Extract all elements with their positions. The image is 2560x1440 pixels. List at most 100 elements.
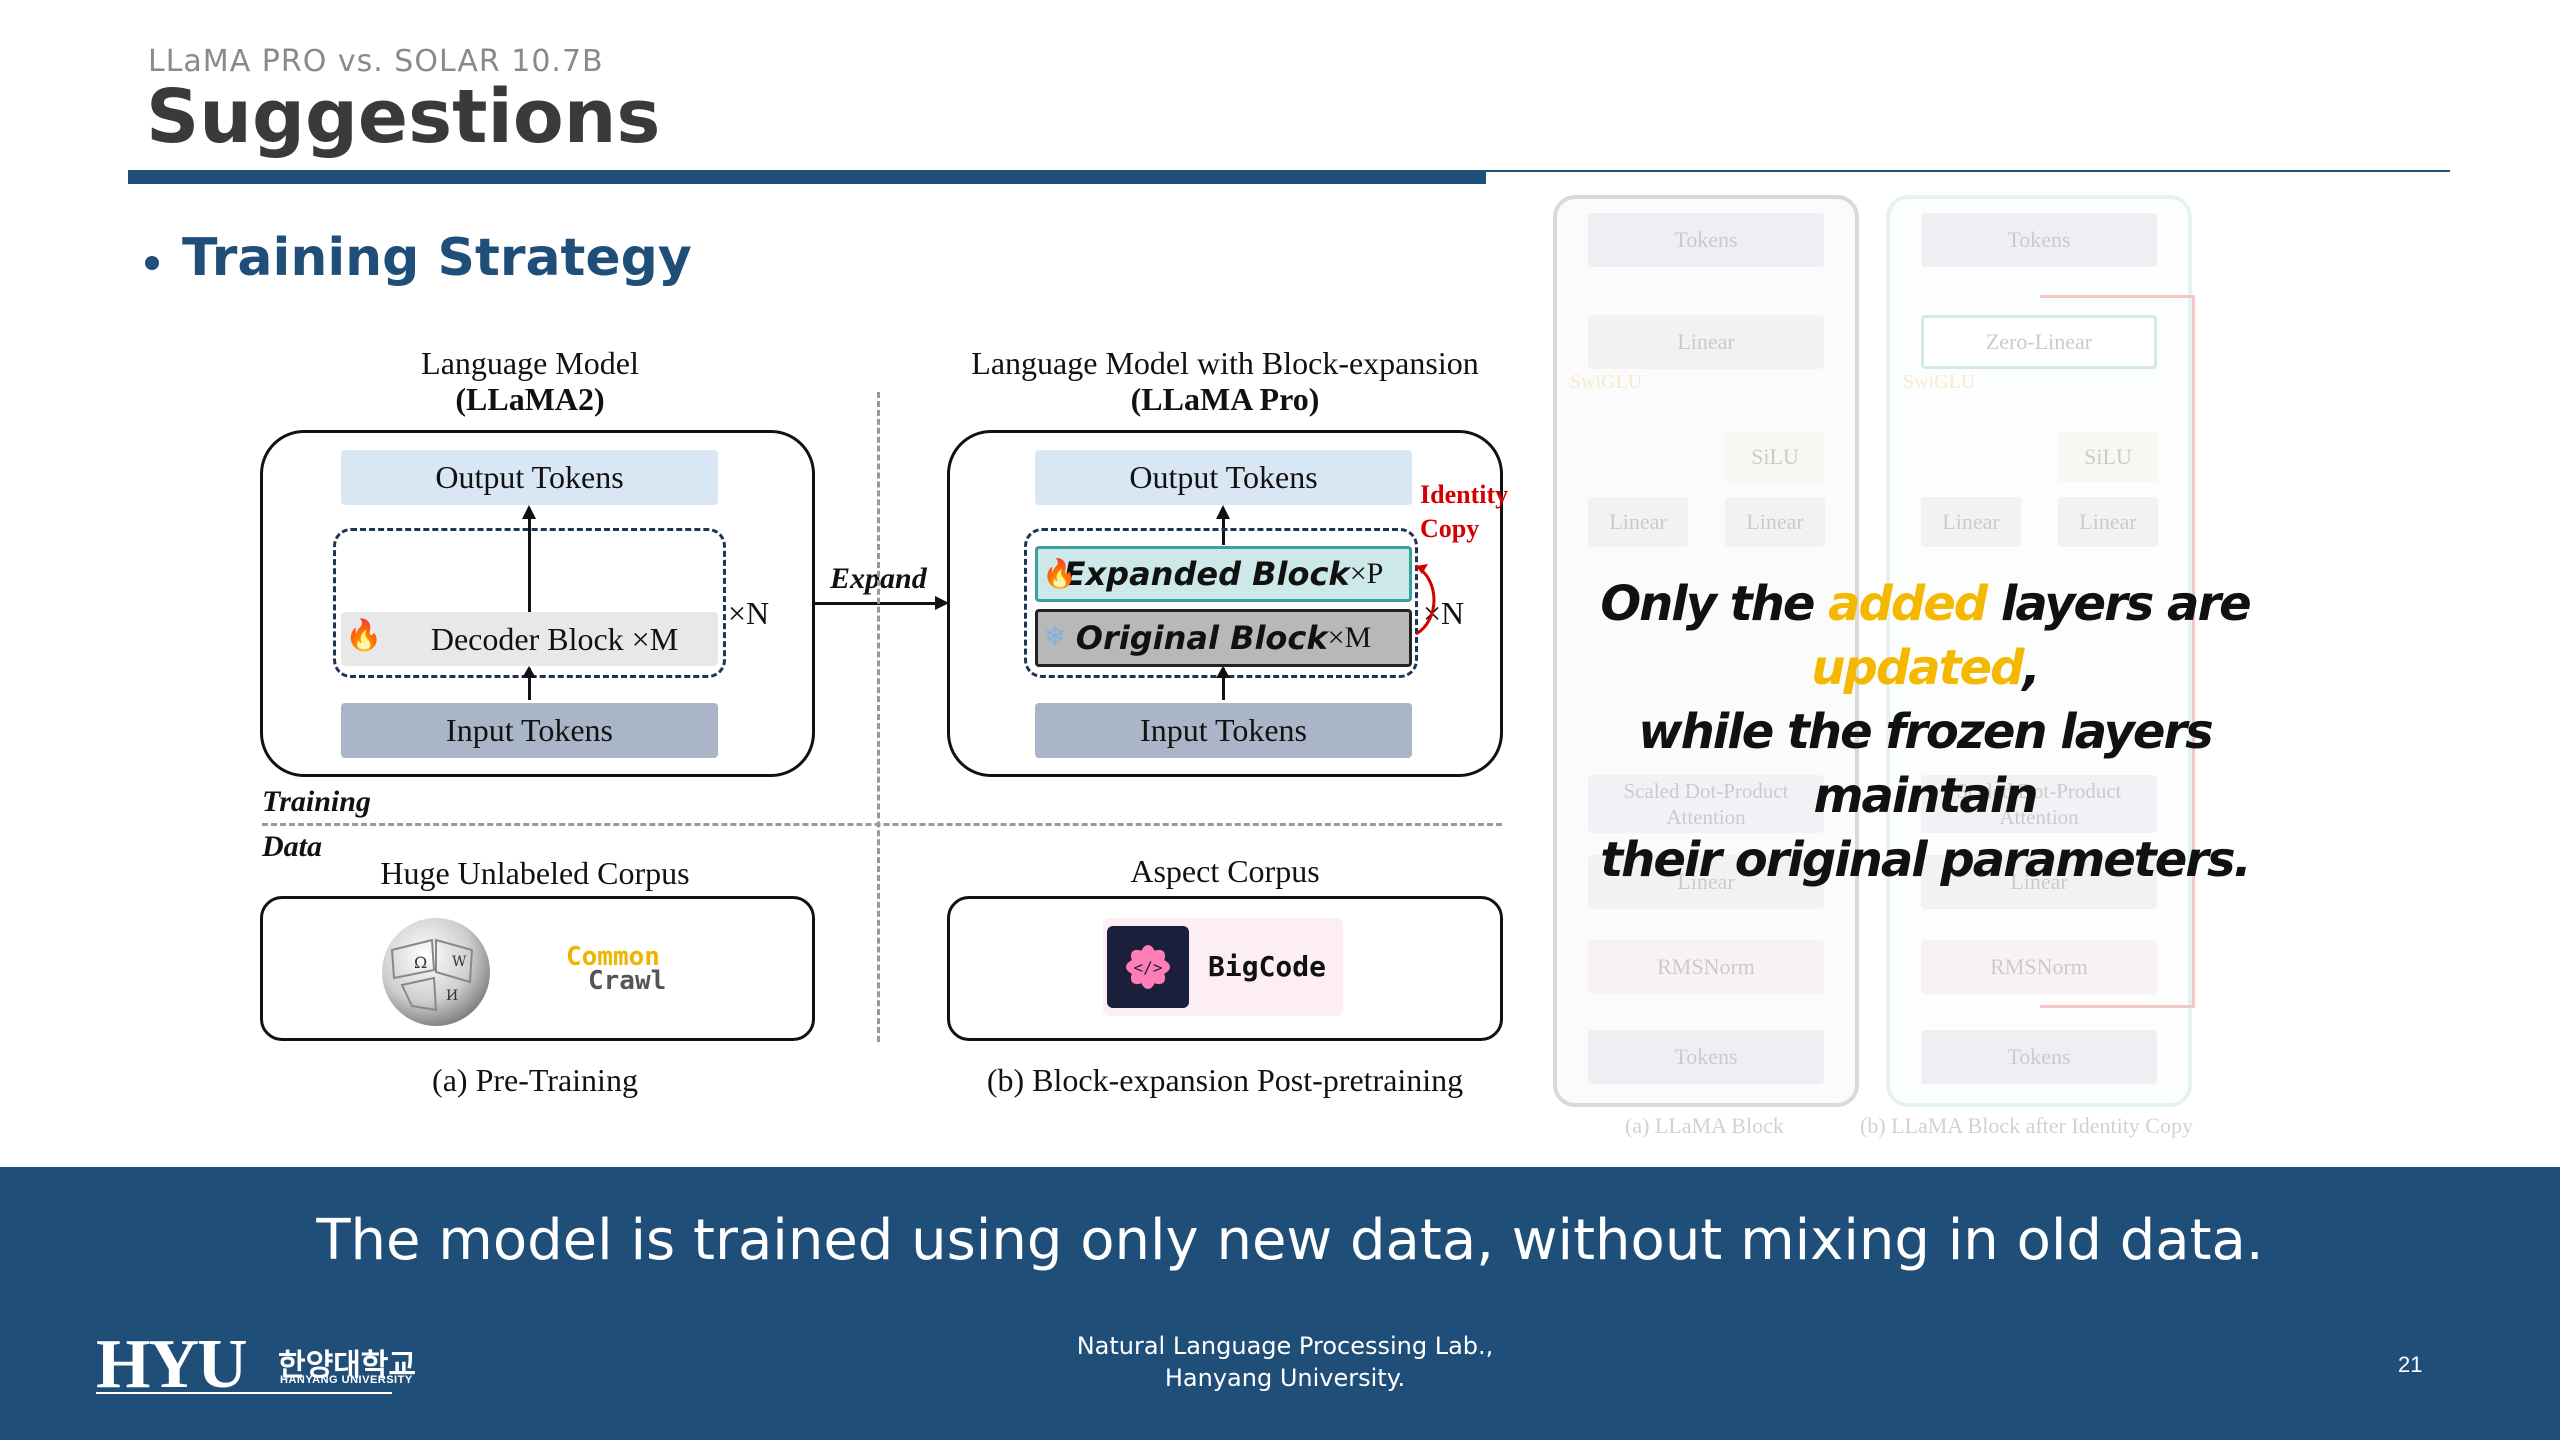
svg-text:</>: </> [1134, 958, 1163, 977]
hyu-logo-english: HANYANG UNIVERSITY [280, 1374, 413, 1386]
identity-label: Identity [1420, 480, 1509, 509]
fd-b-rmsnorm: RMSNorm [1921, 940, 2157, 994]
fire-icon: 🔥 [345, 619, 383, 652]
common-crawl-logo-crawl: Crawl [588, 966, 667, 996]
original-block-suffix: ×M [1327, 621, 1372, 654]
fd-a-silu: SiLU [1725, 432, 1825, 482]
left-input-arrow-line [528, 668, 531, 700]
title-rule-thick [128, 170, 1486, 184]
common-crawl-logo-common: Common [566, 942, 660, 972]
hyu-logo-korean: 한양대학교 [278, 1348, 416, 1383]
footer-lab-line2: Hanyang University. [1164, 1364, 1406, 1392]
fd-b-sdpa: Scaled Dot-Product Attention [1921, 775, 2157, 833]
expand-arrowhead [935, 596, 949, 610]
slide-subtitle: LLaMA PRO vs. SOLAR 10.7B [148, 44, 604, 79]
fd-b-silu: SiLU [2058, 432, 2158, 482]
decoder-block-label: Decoder Block ×M [430, 620, 679, 657]
right-title-line2: (LLaMA Pro) [1130, 381, 1320, 417]
left-title-line2: (LLaMA2) [455, 381, 605, 417]
right-input-arrow-line [1222, 668, 1225, 700]
snowflake-icon: ❄ [1044, 622, 1066, 652]
decoder-block: 🔥 Decoder Block ×M [341, 612, 718, 666]
original-block: ❄ Original Block×M [1035, 609, 1412, 667]
fd-b-residual-side [2192, 295, 2195, 1007]
aspect-corpus-box [947, 896, 1503, 1041]
caption-pretraining: (a) Pre-Training [432, 1062, 638, 1098]
vertical-divider [877, 392, 880, 1042]
callout-line3: their original parameters. [1600, 832, 2252, 888]
wikipedia-globe-icon: Ω W И [382, 918, 490, 1026]
callout-updated: updated [1811, 640, 2024, 696]
data-label: Data [262, 830, 322, 863]
callout-line2: while the frozen layers maintain [1638, 704, 2213, 824]
fd-a-linear-r: Linear [1725, 497, 1825, 547]
expand-arrow-line [815, 602, 937, 605]
left-output-tokens: Output Tokens [341, 450, 718, 505]
callout-added: added [1828, 576, 1988, 632]
aspect-corpus-label: Aspect Corpus [1130, 853, 1320, 889]
left-input-tokens: Input Tokens [341, 703, 718, 758]
hyu-logo-text: HYU [96, 1326, 248, 1403]
right-output-tokens: Output Tokens [1035, 450, 1412, 505]
identity-copy-arrow [1415, 564, 1436, 636]
svg-text:И: И [446, 988, 458, 1004]
fire-icon: 🔥 [1042, 557, 1077, 590]
fd-a-sdpa-line2: Attention [1666, 805, 1746, 829]
callout-line1-c: , [2022, 640, 2040, 696]
callout-text: Only the added layers are updated, while… [1540, 572, 2310, 892]
fd-a-sdpa: Scaled Dot-Product Attention [1588, 775, 1824, 833]
horizontal-divider [262, 823, 1502, 826]
original-block-label: Original Block [1075, 619, 1328, 657]
bullet-dot [145, 256, 159, 270]
bigcode-text: BigCode [1208, 950, 1327, 983]
footer-bar [0, 1167, 2560, 1440]
title-rule-thin [1486, 170, 2450, 172]
callout-line1: Only the added layers are updated, [1540, 572, 2310, 700]
svg-text:Ω: Ω [414, 953, 427, 972]
footer-lab-line1: Natural Language Processing Lab., [1076, 1332, 1494, 1360]
fd-a-tokens-top: Tokens [1588, 213, 1824, 267]
fd-a-sdpa-line1: Scaled Dot-Product [1623, 779, 1789, 803]
right-times-n: ×N [1423, 595, 1465, 631]
left-arrow-up-line [528, 515, 531, 615]
slide-title: Suggestions [146, 74, 661, 160]
figure-block-expansion: Language Model (LLaMA2) Language Model w… [0, 0, 1520, 1120]
fd-a-rmsnorm: RMSNorm [1588, 940, 1824, 994]
fd-b-tokens-bottom: Tokens [1921, 1030, 2157, 1084]
fd-b-tokens-top: Tokens [1921, 213, 2157, 267]
left-title-line1: Language Model [421, 345, 639, 381]
llama-block-panel [1553, 195, 1859, 1107]
fd-b-residual-bottom [2040, 1005, 2195, 1008]
fd-b-linear-bottom: Linear [1921, 855, 2157, 909]
bigcode-icon: </> [1107, 926, 1189, 1008]
right-input-arrowhead [1216, 666, 1230, 678]
fd-caption-b: (b) LLaMA Block after Identity Copy [1860, 1113, 2193, 1138]
huge-corpus-label: Huge Unlabeled Corpus [380, 855, 690, 891]
fd-b-sdpa-line1: Scaled Dot-Product [1956, 779, 2122, 803]
expanded-block: 🔥 Expanded Block×P [1035, 546, 1412, 602]
page-number: 21 [2398, 1352, 2423, 1377]
faded-llama-block-diagram: Tokens Linear SwiGLU SiLU Linear Linear … [1550, 195, 2210, 1155]
fd-caption-a: (a) LLaMA Block [1625, 1113, 1784, 1138]
right-arrowhead [1216, 505, 1230, 519]
fd-b-swiglu: SwiGLU [1903, 371, 1976, 393]
left-input-arrowhead [522, 666, 536, 678]
left-times-n: ×N [728, 595, 770, 631]
fd-b-linear-l: Linear [1921, 497, 2021, 547]
expanded-block-label: Expanded Block [1063, 555, 1350, 593]
svg-text:W: W [452, 954, 467, 970]
fd-a-linear-bottom: Linear [1588, 855, 1824, 909]
bigcode-flower-icon: </> [1126, 945, 1170, 989]
right-input-tokens: Input Tokens [1035, 703, 1412, 758]
fd-a-swiglu: SwiGLU [1570, 371, 1643, 393]
fd-a-tokens-bottom: Tokens [1588, 1030, 1824, 1084]
callout-line1-b: layers are [1986, 576, 2252, 632]
hyu-logo-underline [96, 1392, 392, 1394]
pretrain-corpus-box [260, 896, 815, 1041]
caption-block-expansion: (b) Block-expansion Post-pretraining [986, 1062, 1464, 1098]
left-arrowhead [522, 505, 536, 519]
fd-b-sdpa-line2: Attention [1999, 805, 2079, 829]
bigcode-logo: </> BigCode [1103, 918, 1343, 1016]
fd-b-residual-top [2040, 295, 2195, 298]
fd-b-zero-linear: Zero-Linear [1921, 315, 2157, 369]
